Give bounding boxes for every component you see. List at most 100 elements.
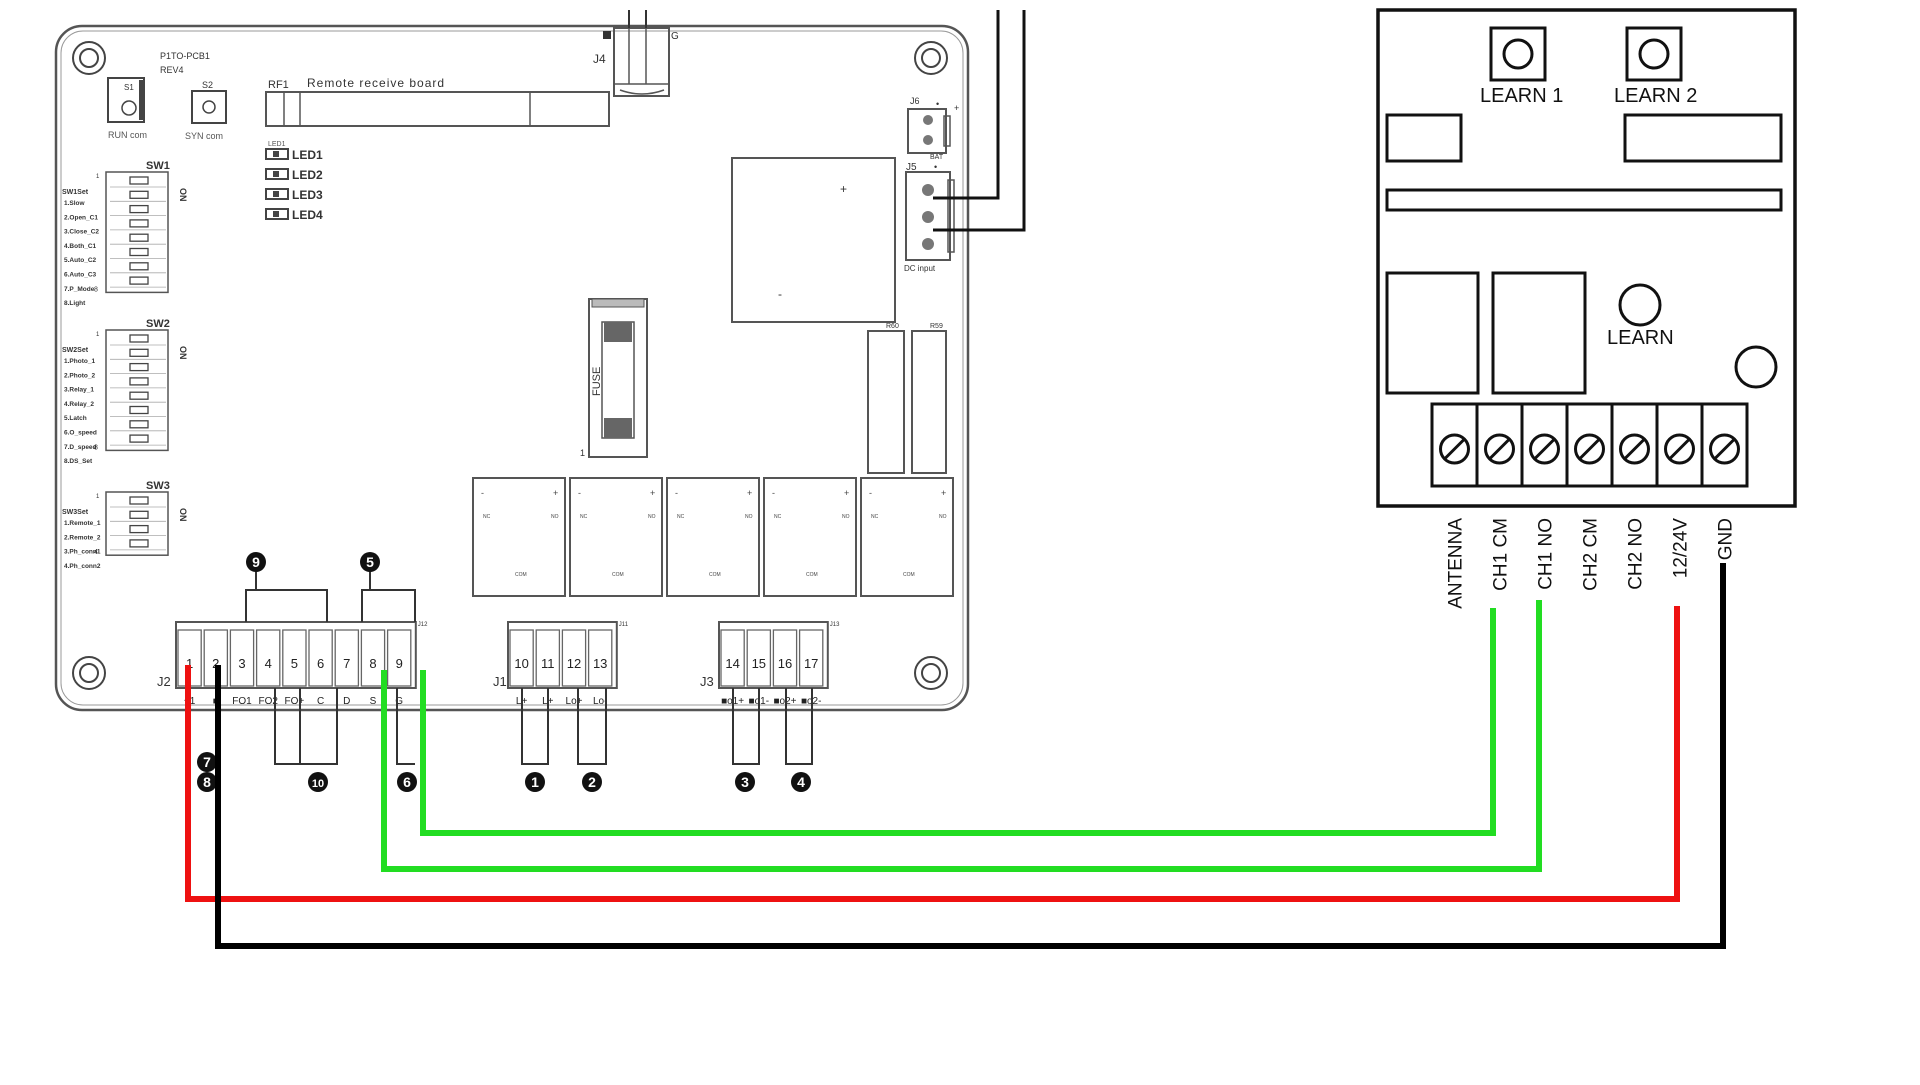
terminal-pin[interactable]: 10 bbox=[509, 629, 534, 687]
mounting-hole bbox=[914, 656, 948, 690]
svg-text:NO: NO bbox=[939, 514, 947, 520]
terminal-pin-number: 16 bbox=[778, 656, 792, 671]
dip-switch-name: SW2 bbox=[146, 318, 170, 330]
terminal-pin[interactable]: 3 bbox=[229, 629, 255, 687]
terminal-pin[interactable]: 13 bbox=[587, 629, 613, 687]
rev-label: REV4 bbox=[160, 65, 184, 75]
dip-item-label: 2.Remote_2 bbox=[64, 534, 101, 541]
led-indicator: LED2 bbox=[265, 168, 323, 182]
receiver-screw-terminal[interactable] bbox=[1700, 404, 1740, 486]
terminal-pin[interactable]: 8 bbox=[360, 629, 386, 687]
dip-switch-slider[interactable] bbox=[129, 434, 149, 443]
svg-text:NO: NO bbox=[551, 514, 559, 520]
svg-text:+: + bbox=[844, 488, 849, 498]
terminal-pin[interactable]: 7 bbox=[334, 629, 360, 687]
svg-text:-: - bbox=[778, 287, 782, 301]
receiver-screw-terminal[interactable] bbox=[1520, 404, 1560, 486]
svg-text:NC: NC bbox=[774, 514, 782, 520]
dip-switch-slider[interactable] bbox=[129, 262, 149, 271]
receiver-screw-terminal[interactable] bbox=[1439, 433, 1470, 465]
svg-text:COM: COM bbox=[903, 572, 915, 578]
svg-text:4: 4 bbox=[94, 549, 98, 556]
dip-item-label: 3.Relay_1 bbox=[64, 387, 94, 394]
svg-text:1: 1 bbox=[96, 494, 100, 500]
dip-item-label: 8.Light bbox=[64, 300, 86, 307]
dip-switch-slider[interactable] bbox=[129, 377, 149, 386]
svg-text:J12: J12 bbox=[418, 622, 428, 628]
dip-switch-slider[interactable] bbox=[129, 334, 149, 343]
dip-switch-slider[interactable] bbox=[129, 204, 149, 214]
svg-text:J13: J13 bbox=[830, 622, 840, 628]
terminal-pin-number: 8 bbox=[369, 656, 376, 671]
learn2-label: LEARN 2 bbox=[1614, 85, 1697, 107]
dip-item-label: 1.Remote_1 bbox=[64, 520, 101, 527]
dip-item-label: 5.Auto_C2 bbox=[64, 257, 97, 264]
terminal-pin-number: 10 bbox=[514, 656, 528, 671]
terminal-pin[interactable]: 14 bbox=[720, 629, 745, 687]
dip-switch-slider[interactable] bbox=[129, 190, 149, 199]
terminal-pin[interactable]: 16 bbox=[772, 629, 798, 687]
terminal-pin[interactable]: 5 bbox=[282, 629, 307, 687]
dip-switch-slider[interactable] bbox=[129, 391, 149, 400]
dip-header: SW2Set bbox=[62, 347, 89, 354]
dip-item-label: 4.Relay_2 bbox=[64, 401, 94, 408]
terminal-pin[interactable]: 12 bbox=[561, 629, 587, 687]
receiver-antenna-strip bbox=[1385, 188, 1783, 212]
learn-button[interactable] bbox=[1618, 283, 1662, 327]
terminal-pin[interactable]: 9 bbox=[386, 629, 412, 687]
resistor-r59: R59 bbox=[911, 323, 947, 474]
dip-switch-slider[interactable] bbox=[129, 247, 149, 257]
dip-switch-slider[interactable] bbox=[129, 539, 149, 548]
terminal-signal-label: Lo- bbox=[593, 696, 607, 707]
s2-label: S2 bbox=[202, 80, 213, 90]
r60-label: R60 bbox=[886, 323, 899, 330]
learn-label: LEARN bbox=[1607, 327, 1674, 349]
wire-red-power bbox=[185, 606, 1680, 902]
dip-switch-name: SW3 bbox=[146, 480, 170, 492]
receiver-terminal-label: CH2 CM bbox=[1581, 518, 1602, 591]
terminal-pin[interactable]: 11 bbox=[535, 629, 561, 687]
connector-j5: J5 BAT • DC input bbox=[904, 154, 955, 273]
svg-text:J11: J11 bbox=[619, 622, 629, 628]
svg-text:-: - bbox=[675, 488, 678, 498]
callout-number: 6 bbox=[403, 774, 411, 790]
dip-switch-slider[interactable] bbox=[129, 176, 149, 185]
receiver-screw-terminal[interactable] bbox=[1610, 404, 1650, 486]
dip-switch-slider[interactable] bbox=[129, 510, 149, 519]
svg-text:NC: NC bbox=[871, 514, 879, 520]
j4-label: J4 bbox=[593, 52, 606, 66]
dip-switch-slider[interactable] bbox=[129, 496, 149, 505]
dip-switch-slider[interactable] bbox=[129, 362, 149, 372]
dip-switch-slider[interactable] bbox=[129, 524, 149, 534]
dip-switch-slider[interactable] bbox=[129, 405, 149, 415]
fuse: FUSE 1 bbox=[580, 298, 648, 458]
learn1-button[interactable] bbox=[1489, 26, 1547, 82]
terminal-pin[interactable]: 6 bbox=[308, 629, 333, 687]
status-led bbox=[1734, 345, 1778, 389]
receiver-screw-terminal[interactable] bbox=[1655, 404, 1695, 486]
dip-switch-slider[interactable] bbox=[129, 348, 149, 357]
dip-on-label: ON bbox=[178, 346, 188, 360]
terminal-pin[interactable]: 4 bbox=[255, 629, 281, 687]
dip-switch-name: SW1 bbox=[146, 160, 170, 172]
terminal-signal-label: Lo+ bbox=[566, 696, 583, 707]
dip-switch-slider[interactable] bbox=[129, 219, 149, 228]
dip-switch-slider[interactable] bbox=[129, 276, 149, 285]
terminal-pin[interactable]: 15 bbox=[746, 629, 772, 687]
receiver-screw-terminal[interactable] bbox=[1565, 404, 1605, 486]
dip-switch-slider[interactable] bbox=[129, 233, 149, 242]
dip-switch-slider[interactable] bbox=[129, 420, 149, 429]
connector-j4: J4 G bbox=[593, 27, 679, 97]
svg-text:-: - bbox=[869, 488, 872, 498]
dip-item-label: 2.Photo_2 bbox=[64, 372, 95, 379]
receiver-screw-terminal[interactable] bbox=[1475, 404, 1515, 486]
svg-text:NC: NC bbox=[483, 514, 491, 520]
learn2-button[interactable] bbox=[1625, 26, 1683, 82]
terminal-pin[interactable]: 17 bbox=[798, 629, 824, 687]
dip-item-label: 3.Ph_conn1 bbox=[64, 549, 101, 556]
